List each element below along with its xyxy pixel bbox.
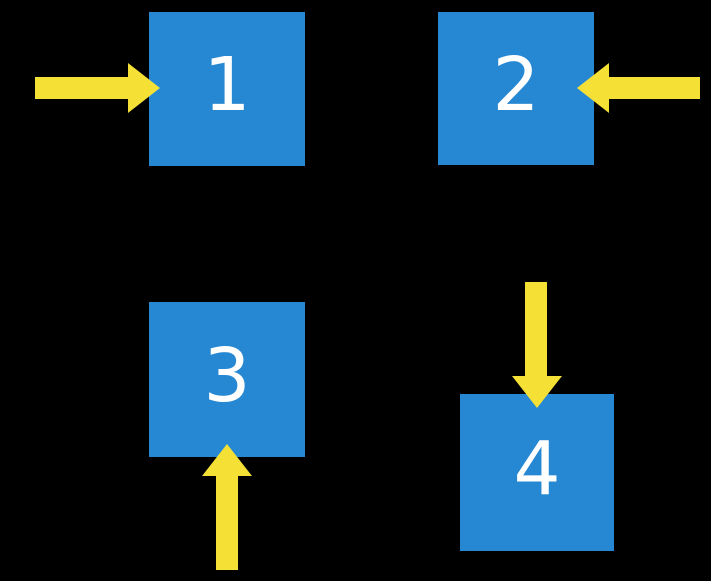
square-2-label: 2 bbox=[492, 41, 540, 128]
arrow-left-icon bbox=[577, 63, 700, 113]
arrow-shaft bbox=[525, 282, 547, 378]
arrow-shaft bbox=[607, 77, 700, 99]
square-4: 4 bbox=[460, 394, 614, 551]
arrow-shaft bbox=[35, 77, 130, 99]
square-1: 1 bbox=[149, 12, 305, 166]
square-4-label: 4 bbox=[513, 425, 561, 512]
arrow-head bbox=[128, 63, 160, 113]
arrow-up-icon bbox=[202, 444, 252, 570]
square-2: 2 bbox=[438, 12, 594, 165]
arrow-right-icon bbox=[35, 63, 160, 113]
arrow-head bbox=[202, 444, 252, 476]
arrow-shaft bbox=[216, 474, 238, 570]
arrow-head bbox=[577, 63, 609, 113]
square-3-label: 3 bbox=[203, 332, 251, 419]
square-3: 3 bbox=[149, 302, 305, 457]
arrow-head bbox=[512, 376, 562, 408]
square-1-label: 1 bbox=[203, 42, 251, 128]
arrow-down-icon bbox=[512, 282, 562, 408]
